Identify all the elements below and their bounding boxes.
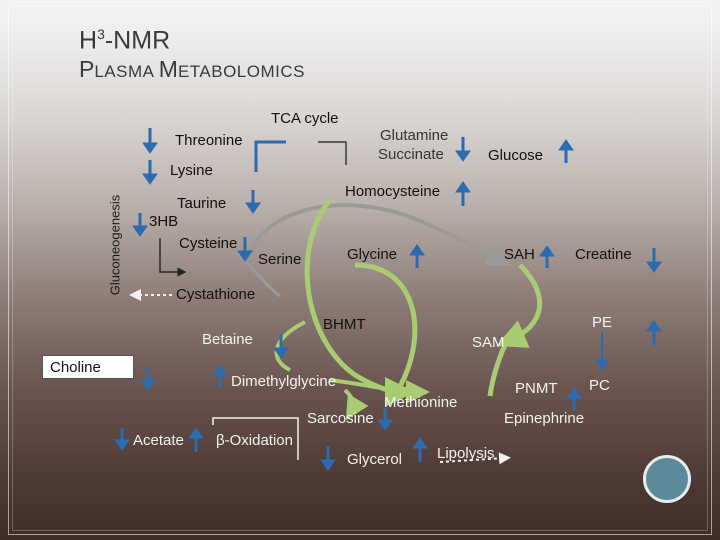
tca-connector-right (318, 141, 347, 165)
3hb-label: 3HB (149, 213, 179, 230)
homocysteine-label: Homocysteine (345, 183, 441, 200)
pc-label: PC (589, 377, 610, 394)
cystathione-label: Cystathione (176, 286, 256, 303)
choline-label: Choline (50, 359, 101, 376)
succinate-label: Succinate (378, 146, 444, 163)
dimethylglycine-label: Dimethylglycine (231, 373, 337, 390)
green-dmg-methionine (329, 378, 430, 404)
creatine-label: Creatine (575, 246, 632, 263)
pnmt-label: PNMT (515, 380, 558, 397)
glycine-label: Glycine (347, 246, 398, 263)
glucose-label: Glucose (488, 147, 544, 164)
grey-serine-path (231, 248, 281, 298)
green-dmg-sarcosine (343, 388, 369, 421)
sam-label: SAM (472, 334, 505, 351)
title-line-1: H3-NMR (79, 26, 171, 55)
glycerol-label: Glycerol (347, 451, 403, 468)
green-homocysteine-methionine (304, 198, 415, 407)
sarcosine-label: Sarcosine (307, 410, 374, 427)
methionine-label: Methionine (384, 394, 458, 411)
pe-label: PE (592, 314, 613, 331)
choline-box (42, 355, 134, 379)
beta-oxidation-bracket (212, 417, 299, 460)
bhmt-label: BHMT (323, 316, 366, 333)
tca-cycle-label: TCA cycle (271, 110, 339, 127)
decorative-circle (643, 455, 691, 503)
gluconeogenesis-label: Gluconeogenesis (107, 194, 123, 296)
title-line-2: PLASMA METABOLOMICS (79, 56, 305, 82)
cysteine-corner (159, 238, 187, 277)
grey-loop-path (248, 203, 511, 266)
lipolysis-label: Lipolysis (437, 445, 495, 462)
glutamine-label: Glutamine (380, 127, 449, 144)
taurine-label: Taurine (177, 195, 227, 212)
green-sam-path (487, 343, 508, 397)
lysine-label: Lysine (170, 162, 213, 179)
cysteine-label: Cysteine (179, 235, 238, 252)
serine-label: Serine (258, 251, 302, 268)
dotted-lipolysis (439, 452, 511, 465)
betaine-label: Betaine (202, 331, 253, 348)
green-glycine-arc (354, 262, 418, 397)
epinephrine-label: Epinephrine (504, 410, 585, 427)
threonine-label: Threonine (175, 132, 243, 149)
sah-label: SAH (504, 246, 535, 263)
indicator-arrows (114, 128, 662, 471)
tca-connector-left (254, 140, 286, 172)
green-sah-sam-path (496, 263, 543, 348)
acetate-label: Acetate (133, 432, 184, 449)
beta-oxidation-label: β-Oxidation (216, 432, 293, 449)
